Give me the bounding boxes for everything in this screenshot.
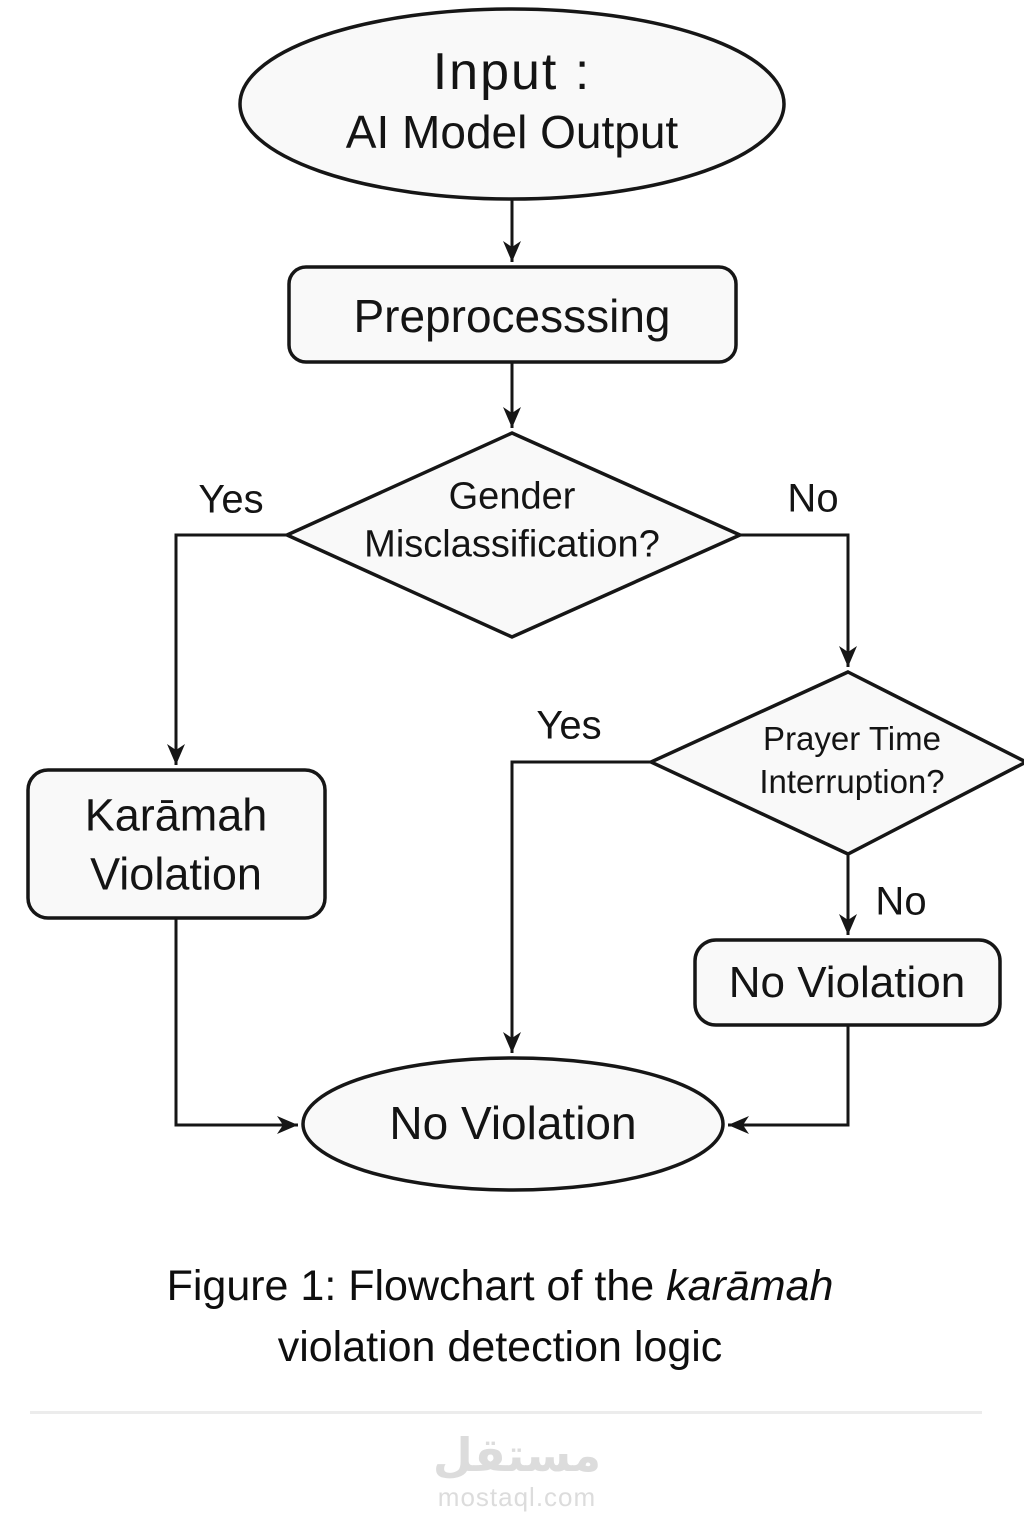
faint-divider bbox=[30, 1411, 982, 1414]
no-violation-end-ellipse bbox=[301, 1056, 725, 1192]
input-line2: AI Model Output bbox=[345, 106, 679, 159]
gender-decision-label: Gender Misclassification? bbox=[364, 474, 660, 569]
no-violation-box-label: No Violation bbox=[728, 958, 966, 1008]
karamah-violation-label: Karāmah Violation bbox=[85, 787, 268, 904]
arrow-gender-yes-to-karamah bbox=[167, 533, 287, 765]
watermark: مستقل mostaql.com bbox=[0, 1432, 1024, 1510]
watermark-site-text: mostaql.com bbox=[437, 1482, 597, 1512]
input-node-label: Input : AI Model Output bbox=[346, 41, 678, 161]
prayer-line1: Prayer Time bbox=[763, 720, 941, 758]
arrow-noviolation-to-end bbox=[728, 1025, 850, 1134]
edge-label-prayer-yes: Yes bbox=[536, 703, 602, 748]
arrow-karamah-to-end bbox=[174, 918, 298, 1134]
edge-label-gender-yes: Yes bbox=[198, 477, 264, 522]
caption-italic-term: karāmah bbox=[666, 1262, 834, 1310]
gender-decision-diamond bbox=[282, 431, 745, 639]
prayer-decision-label: Prayer Time Interruption? bbox=[759, 718, 944, 804]
gender-line2: Misclassification? bbox=[364, 523, 660, 565]
prayer-line2: Interruption? bbox=[759, 763, 945, 800]
caption-line2: violation detection logic bbox=[277, 1323, 723, 1372]
karamah-line2: Violation bbox=[90, 848, 262, 899]
edge-label-prayer-no: No bbox=[875, 879, 927, 924]
figure-caption: Figure 1: Flowchart of the karāmah viola… bbox=[0, 1256, 1000, 1378]
arrow-prayer-yes-to-end bbox=[503, 760, 651, 1053]
arrow-gender-no-to-prayer bbox=[740, 533, 857, 667]
preprocessing-label: Preprocesssing bbox=[353, 289, 671, 342]
no-violation-end-label: No Violation bbox=[389, 1096, 637, 1149]
input-line1: Input : bbox=[432, 43, 592, 102]
caption-line1: Figure 1: Flowchart of the karāmah bbox=[0, 1256, 1000, 1317]
karamah-line1: Karāmah bbox=[84, 789, 268, 841]
gender-line1: Gender bbox=[448, 475, 576, 518]
edge-label-gender-no: No bbox=[787, 476, 839, 521]
caption-prefix: Figure 1: Flowchart of the bbox=[166, 1262, 667, 1310]
watermark-logo-text: مستقل bbox=[432, 1428, 602, 1482]
